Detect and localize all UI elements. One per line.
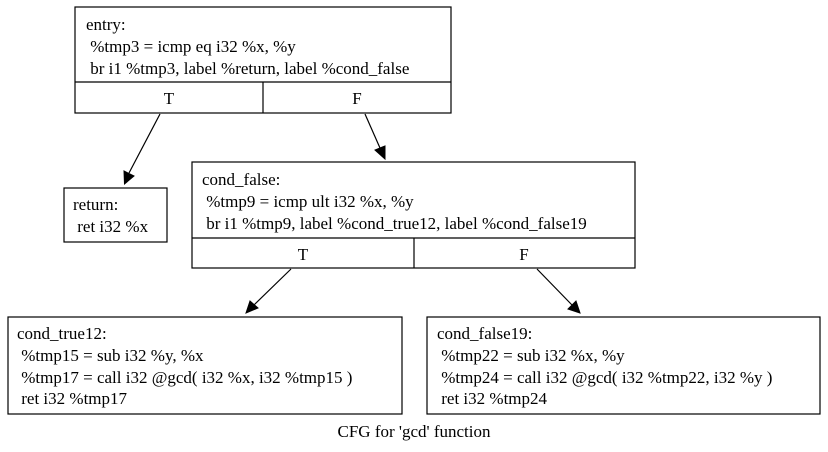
node-cond-true12-line-1: %tmp15 = sub i32 %y, %x [17, 346, 204, 365]
edge-entry-true-arrowhead [123, 170, 135, 186]
node-cond-true12: cond_true12: %tmp15 = sub i32 %y, %x %tm… [7, 316, 403, 415]
node-cond-false19-label: cond_false19: [437, 324, 532, 343]
edge-cond-false-false-line [536, 268, 573, 306]
node-cond-true12-line-3: ret i32 %tmp17 [17, 389, 128, 408]
edge-entry-false-line [364, 113, 381, 149]
edge-cond-false-true-to-cond-true12 [245, 268, 292, 314]
node-return-line-1: ret i32 %x [73, 217, 149, 236]
node-cond-false-line-1: %tmp9 = icmp ult i32 %x, %y [202, 192, 414, 211]
edge-entry-true-to-return [123, 113, 161, 186]
node-cond-false19-box [426, 316, 821, 415]
node-cond-true12-line-2: %tmp17 = call i32 @gcd( i32 %x, i32 %tmp… [17, 368, 352, 387]
node-cond-false19: cond_false19: %tmp22 = sub i32 %x, %y %t… [426, 316, 821, 415]
node-cond-false19-line-1: %tmp22 = sub i32 %x, %y [437, 346, 625, 365]
node-cond-true12-label: cond_true12: [17, 324, 107, 343]
edge-cond-false-true-line [253, 268, 292, 306]
diagram-caption: CFG for 'gcd' function [338, 422, 491, 441]
node-entry: entry: %tmp3 = icmp eq i32 %x, %y br i1 … [74, 6, 452, 114]
edge-cond-false-false-arrowhead [567, 300, 581, 314]
node-return-box [63, 187, 168, 243]
node-entry-line-1: %tmp3 = icmp eq i32 %x, %y [86, 37, 296, 56]
edge-entry-false-arrowhead [374, 145, 386, 161]
edge-cond-false-true-arrowhead [245, 300, 259, 314]
node-return-label: return: [73, 195, 118, 214]
node-cond-false-label: cond_false: [202, 170, 280, 189]
edge-entry-false-to-cond-false [364, 113, 386, 161]
node-cond-false: cond_false: %tmp9 = icmp ult i32 %x, %y … [191, 161, 636, 269]
node-entry-line-2: br i1 %tmp3, label %return, label %cond_… [86, 59, 409, 78]
node-entry-port-false: F [352, 89, 361, 108]
node-cond-false-port-false: F [519, 245, 528, 264]
node-return: return: ret i32 %x [63, 187, 168, 243]
node-cond-false-port-true: T [298, 245, 309, 264]
node-cond-false19-line-3: ret i32 %tmp24 [437, 389, 548, 408]
edge-entry-true-line [128, 113, 161, 174]
node-cond-false19-line-2: %tmp24 = call i32 @gcd( i32 %tmp22, i32 … [437, 368, 772, 387]
node-cond-false-line-2: br i1 %tmp9, label %cond_true12, label %… [202, 214, 587, 233]
edge-cond-false-false-to-cond-false19 [536, 268, 581, 314]
node-cond-true12-box [7, 316, 403, 415]
node-entry-label: entry: [86, 15, 126, 34]
node-entry-port-true: T [164, 89, 175, 108]
